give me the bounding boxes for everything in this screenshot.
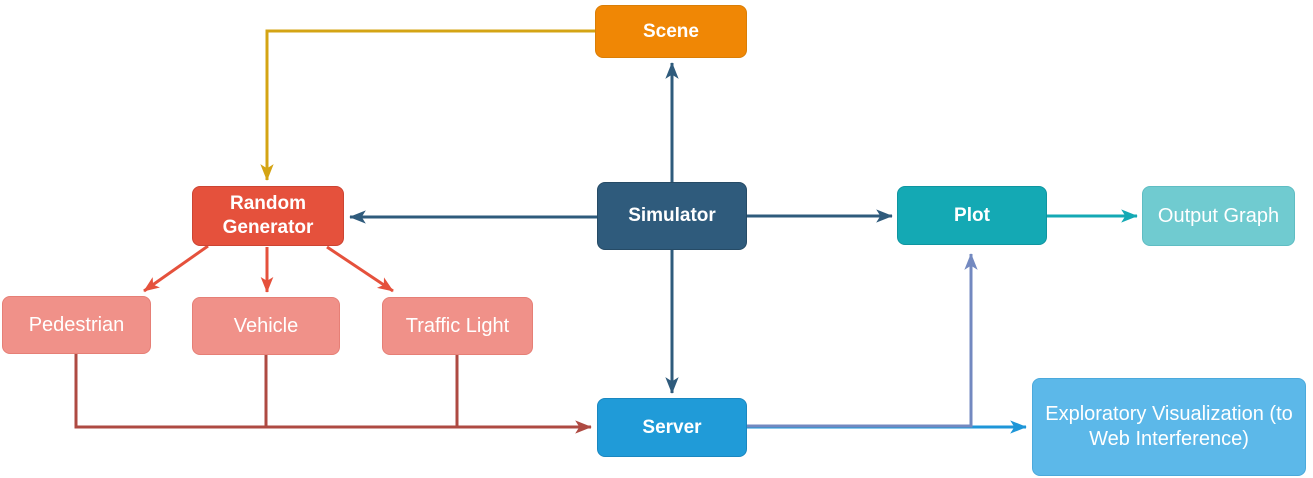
node-vehicle: Vehicle: [192, 297, 340, 355]
connector-server-to-plot: [747, 253, 978, 428]
node-plot-label: Plot: [954, 204, 990, 226]
node-traffic-light-label: Traffic Light: [405, 314, 510, 337]
node-random-generator-label: Random Generator: [222, 193, 314, 238]
node-exploratory-visualization-label: Exploratory Visualization (to Web Interf…: [1045, 403, 1293, 450]
node-vehicle-label: Vehicle: [233, 314, 299, 337]
node-exploratory-visualization: Exploratory Visualization (to Web Interf…: [1032, 378, 1306, 476]
connector-pedestrian-to-server: [74, 354, 592, 434]
node-plot: Plot: [897, 186, 1047, 245]
node-server-label: Server: [642, 416, 702, 438]
node-scene: Scene: [595, 5, 747, 58]
node-simulator: Simulator: [597, 182, 747, 250]
node-output-graph-label: Output Graph: [1157, 204, 1280, 227]
node-pedestrian-label: Pedestrian: [28, 313, 125, 336]
connector-scene-to-random-generator: [260, 29, 595, 181]
connector-random-generator-to-traffic-light: [326, 245, 394, 293]
node-simulator-label: Simulator: [628, 205, 716, 227]
node-traffic-light: Traffic Light: [382, 297, 533, 355]
node-pedestrian: Pedestrian: [2, 296, 151, 354]
node-output-graph: Output Graph: [1142, 186, 1295, 246]
node-server: Server: [597, 398, 747, 457]
node-scene-label: Scene: [643, 20, 699, 42]
connector-random-generator-to-pedestrian: [143, 244, 209, 293]
node-random-generator: Random Generator: [192, 186, 344, 246]
